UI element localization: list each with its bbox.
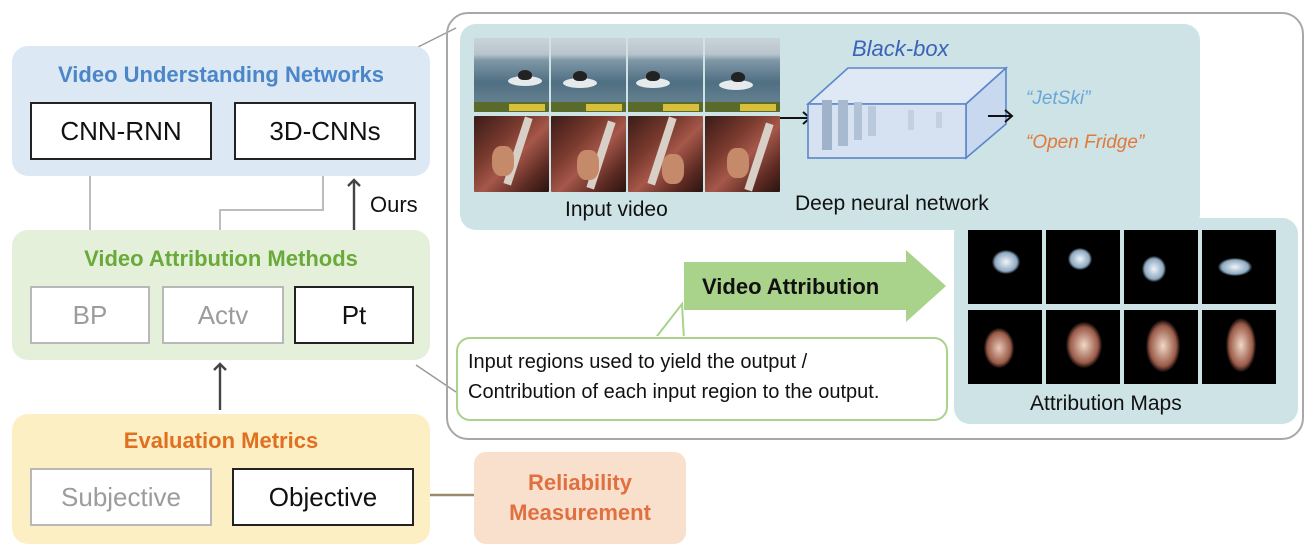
- cnn-rnn-box: CNN-RNN: [30, 102, 212, 160]
- layer-block: [868, 106, 876, 136]
- attribution-map: [1046, 230, 1120, 304]
- objective-box: Objective: [232, 468, 414, 526]
- evaluation-metrics-title: Evaluation Metrics: [123, 428, 319, 453]
- output-label-jetski: “JetSki”: [1026, 88, 1091, 109]
- callout-pointer: [650, 301, 690, 342]
- callout-line1: Input regions used to yield the output /: [468, 351, 808, 373]
- layer-block: [854, 102, 862, 140]
- video-attribution-label: Video Attribution: [702, 274, 880, 299]
- blackbox-label: Black-box: [852, 36, 949, 61]
- video-frame: [628, 116, 703, 192]
- attribution-map: [1202, 310, 1276, 384]
- layer-block: [822, 100, 832, 150]
- reliability-line2: Measurement: [509, 500, 651, 525]
- attribution-map: [1124, 310, 1198, 384]
- video-understanding-panel: Video Understanding Networks CNN-RNN 3D-…: [12, 46, 430, 176]
- blackbox-network: [780, 66, 1014, 160]
- subjective-box: Subjective: [30, 468, 212, 526]
- evaluation-metrics-panel: Evaluation Metrics Subjective Objective: [12, 414, 430, 544]
- video-understanding-title: Video Understanding Networks: [58, 62, 384, 87]
- video-frame: [474, 116, 549, 192]
- callout-line2: Contribution of each input region to the…: [468, 381, 880, 403]
- video-frame: [551, 116, 626, 192]
- video-attribution-arrow: [684, 250, 946, 322]
- output-label-open-fridge: “Open Fridge”: [1026, 132, 1145, 153]
- attribution-map: [968, 230, 1042, 304]
- input-video-label: Input video: [565, 198, 668, 221]
- attribution-map: [968, 310, 1042, 384]
- reliability-measurement-box: Reliability Measurement: [474, 452, 686, 544]
- ours-label: Ours: [370, 192, 418, 217]
- zoom-line-bottom: [415, 364, 457, 393]
- attribution-map: [1202, 230, 1276, 304]
- attribution-map: [1046, 310, 1120, 384]
- video-frame: [705, 116, 780, 192]
- reliability-line1: Reliability: [528, 470, 632, 495]
- attribution-maps-grid: [968, 230, 1276, 384]
- layer-block: [838, 100, 848, 146]
- input-video-frames: [474, 38, 780, 192]
- blackbox-front-face: [807, 103, 967, 159]
- video-frame: [551, 38, 626, 112]
- video-frame: [474, 38, 549, 112]
- layer-block: [908, 110, 914, 130]
- 3d-cnns-box: 3D-CNNs: [234, 102, 416, 160]
- dnn-label: Deep neural network: [795, 192, 989, 215]
- pt-box: Pt: [294, 286, 414, 344]
- bp-box: BP: [30, 286, 150, 344]
- video-attribution-panel: Video Attribution Methods BP Actv Pt: [12, 230, 430, 360]
- attribution-maps-label: Attribution Maps: [1030, 392, 1182, 415]
- video-frame: [628, 38, 703, 112]
- callout-bubble: Input regions used to yield the output /…: [456, 337, 948, 421]
- actv-box: Actv: [162, 286, 284, 344]
- video-attribution-title: Video Attribution Methods: [84, 246, 358, 271]
- detail-frame: [446, 12, 1304, 440]
- video-frame: [705, 38, 780, 112]
- layer-block: [936, 112, 942, 128]
- attribution-map: [1124, 230, 1198, 304]
